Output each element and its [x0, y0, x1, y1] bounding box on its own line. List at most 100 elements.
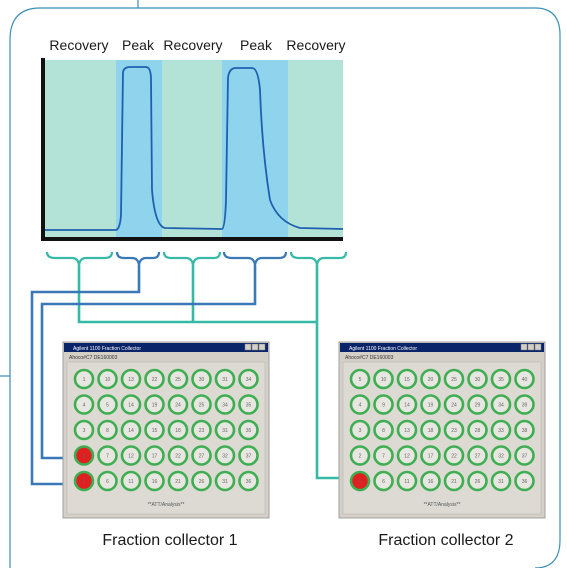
well[interactable]: 21 [167, 470, 189, 492]
well[interactable]: 34 [490, 394, 512, 415]
well[interactable]: 34 [238, 368, 259, 390]
well[interactable]: 7 [373, 445, 394, 466]
well[interactable]: 11 [120, 470, 142, 492]
well[interactable]: 8 [373, 419, 394, 441]
well[interactable]: 36 [238, 470, 259, 492]
well[interactable]: 2 [349, 445, 371, 466]
well[interactable]: 27 [191, 445, 212, 466]
well[interactable]: 31 [214, 419, 236, 441]
well[interactable]: 6 [97, 470, 118, 492]
well[interactable]: 14 [120, 394, 142, 415]
well[interactable]: 4 [349, 394, 371, 415]
well-active[interactable]: 1 [73, 470, 95, 492]
well[interactable]: 25 [191, 394, 212, 415]
well[interactable]: 15 [396, 368, 418, 390]
well-active[interactable]: 1 [349, 470, 371, 492]
well[interactable]: 23 [191, 419, 212, 441]
well[interactable]: 18 [167, 419, 189, 441]
well-active[interactable]: 2 [73, 445, 95, 466]
well[interactable]: 32 [490, 445, 512, 466]
well-number: 6 [382, 479, 385, 485]
well[interactable]: 31 [490, 470, 512, 492]
well[interactable]: 11 [396, 470, 418, 492]
well[interactable]: 35 [238, 419, 259, 441]
well[interactable]: 22 [167, 445, 189, 466]
well[interactable]: 31 [214, 368, 236, 390]
well[interactable]: 40 [514, 368, 535, 390]
well[interactable]: 1 [73, 368, 95, 390]
well-number: 34 [222, 402, 228, 408]
well[interactable]: 30 [467, 368, 488, 390]
well-number: 30 [475, 377, 481, 383]
well[interactable]: 9 [373, 394, 394, 415]
window-minimize-button[interactable] [244, 343, 252, 351]
well-number: 2 [359, 453, 362, 459]
well[interactable]: 14 [396, 394, 418, 415]
well[interactable]: 25 [167, 368, 189, 390]
well[interactable]: 5 [349, 368, 371, 390]
well-number: 3 [83, 428, 86, 434]
well[interactable]: 13 [120, 368, 142, 390]
well[interactable]: 14 [120, 419, 142, 441]
window-footer-text: **ATT/Analysis** [148, 502, 185, 508]
well[interactable]: 34 [214, 394, 236, 415]
well[interactable]: 23 [443, 419, 465, 441]
well[interactable]: 22 [144, 368, 165, 390]
well[interactable]: 24 [167, 394, 189, 415]
well[interactable]: 19 [420, 394, 441, 415]
well[interactable]: 37 [238, 445, 259, 466]
well[interactable]: 20 [420, 368, 441, 390]
well[interactable]: 8 [97, 419, 118, 441]
well[interactable]: 10 [97, 368, 118, 390]
well[interactable]: 30 [191, 368, 212, 390]
well[interactable]: 25 [443, 368, 465, 390]
well[interactable]: 18 [420, 419, 441, 441]
window-titlebar [340, 343, 544, 352]
well-number: 19 [428, 402, 434, 408]
well[interactable]: 15 [144, 419, 165, 441]
well[interactable]: 26 [467, 470, 488, 492]
well[interactable]: 36 [514, 470, 535, 492]
window-close-button[interactable] [258, 343, 266, 351]
well-number: 26 [199, 479, 205, 485]
well-number: 1 [83, 377, 86, 383]
window-maximize-button[interactable] [527, 343, 535, 351]
well[interactable]: 13 [396, 419, 418, 441]
well[interactable]: 7 [97, 445, 118, 466]
well[interactable]: 5 [97, 394, 118, 415]
window-maximize-button[interactable] [251, 343, 259, 351]
well[interactable]: 26 [191, 470, 212, 492]
well[interactable]: 28 [467, 419, 488, 441]
well[interactable]: 6 [373, 470, 394, 492]
well-number: 25 [199, 402, 205, 408]
well[interactable]: 39 [514, 394, 535, 415]
well-number: 31 [222, 377, 228, 383]
well[interactable]: 16 [144, 470, 165, 492]
well[interactable]: 3 [349, 419, 371, 441]
window-minimize-button[interactable] [520, 343, 528, 351]
outer-frame [9, 0, 561, 568]
well[interactable]: 3 [73, 419, 95, 441]
well[interactable]: 17 [144, 445, 165, 466]
well[interactable]: 4 [73, 394, 95, 415]
well[interactable]: 16 [420, 470, 441, 492]
well[interactable]: 24 [443, 394, 465, 415]
well[interactable]: 17 [420, 445, 441, 466]
well[interactable]: 31 [214, 470, 236, 492]
well[interactable]: 10 [373, 368, 394, 390]
well[interactable]: 33 [490, 419, 512, 441]
well[interactable]: 27 [467, 445, 488, 466]
well-number: 22 [175, 453, 181, 459]
well[interactable]: 19 [144, 394, 165, 415]
window-close-button[interactable] [534, 343, 542, 351]
well[interactable]: 38 [514, 419, 535, 441]
well[interactable]: 12 [120, 445, 142, 466]
well[interactable]: 35 [238, 394, 259, 415]
well[interactable]: 37 [514, 445, 535, 466]
well[interactable]: 21 [443, 470, 465, 492]
well[interactable]: 32 [214, 445, 236, 466]
well[interactable]: 29 [467, 394, 488, 415]
well[interactable]: 12 [396, 445, 418, 466]
well[interactable]: 22 [443, 445, 465, 466]
well[interactable]: 35 [490, 368, 512, 390]
